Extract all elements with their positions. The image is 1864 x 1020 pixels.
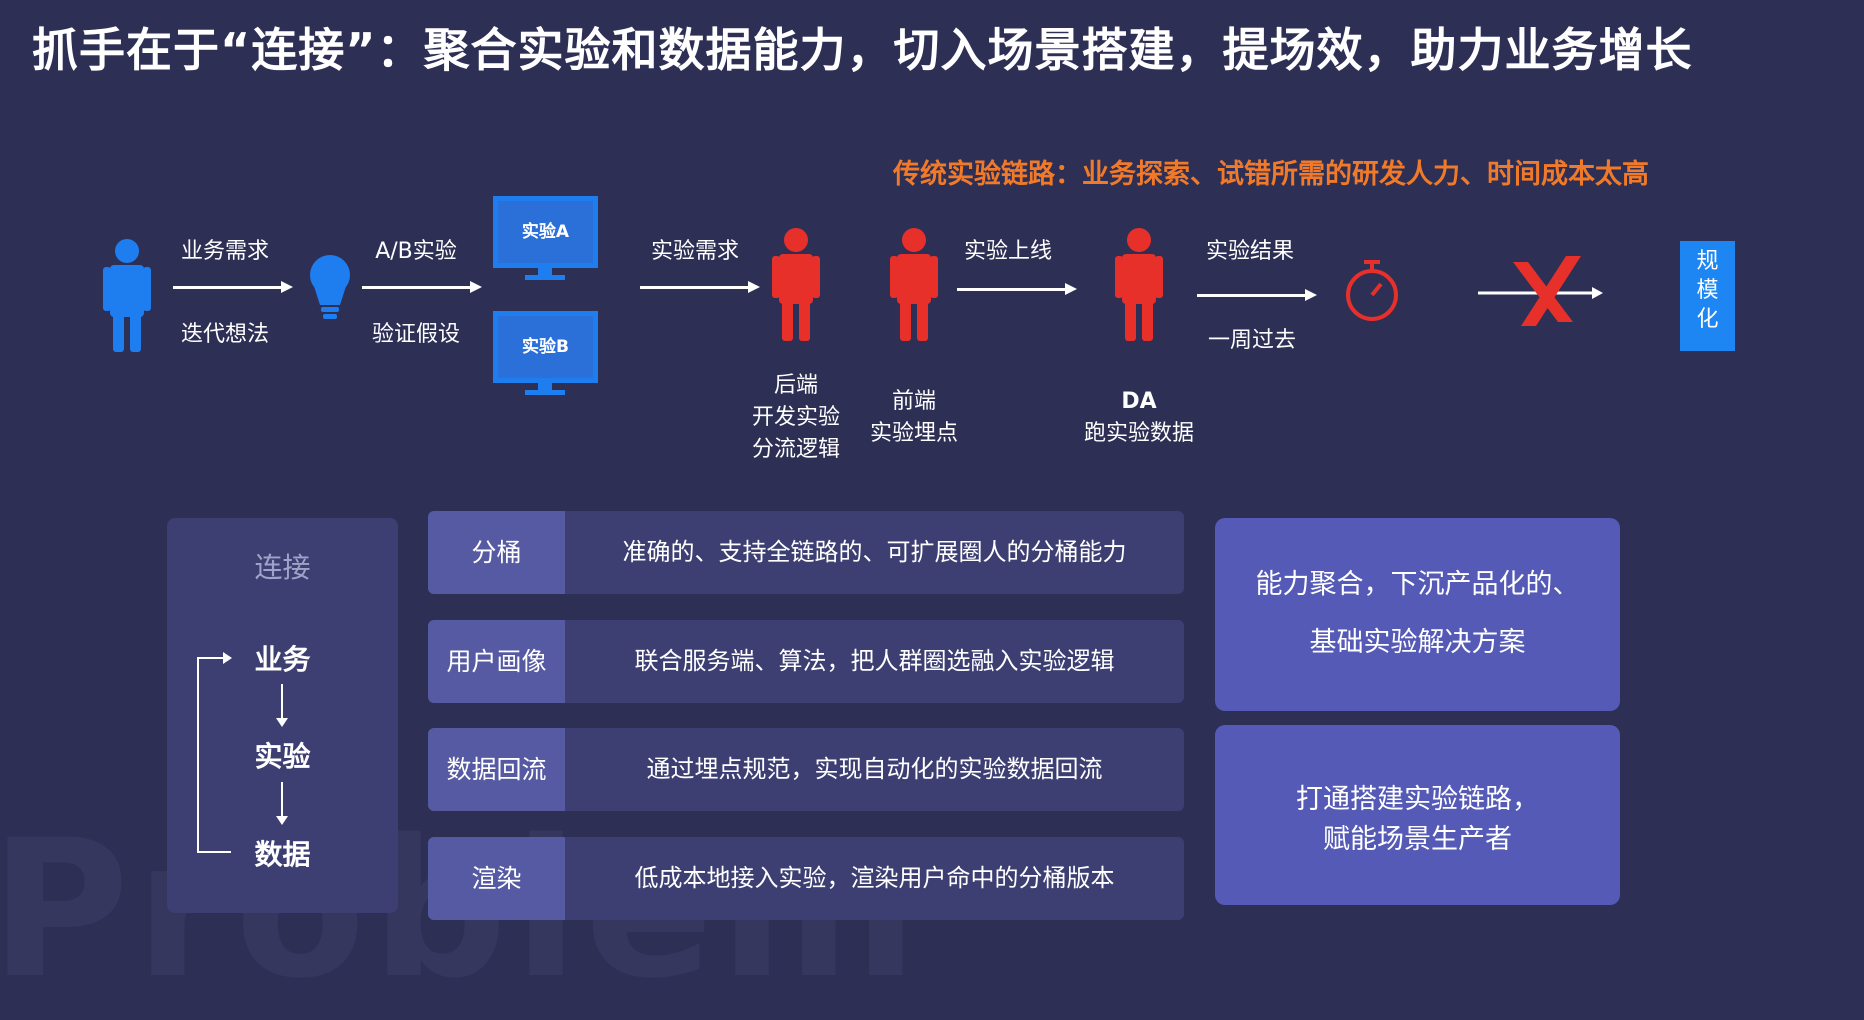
capability-tag: 用户画像: [428, 620, 565, 703]
arrow-2: [362, 281, 482, 293]
arrow-1: [173, 281, 293, 293]
summary-card-chain: 打通搭建实验链路， 赋能场景生产者: [1215, 725, 1620, 905]
down-arrow-1: [281, 684, 283, 720]
monitor-experiment-b: 实验B: [493, 311, 598, 383]
backend-role-title: 后端: [773, 373, 818, 398]
flow-label-experiment-result: 实验结果: [1205, 239, 1294, 264]
da-role-title: DA: [1121, 389, 1157, 414]
loop-line-arrowhead: [223, 652, 232, 664]
monitor-a-base: [525, 275, 565, 280]
capability-desc: 低成本地接入实验，渲染用户命中的分桶版本: [634, 864, 1115, 892]
connection-panel-header: 连接: [254, 551, 311, 584]
down-arrow-2-head: [276, 816, 288, 825]
da-role-label: DA 跑实验数据: [1064, 386, 1214, 450]
monitor-experiment-a: 实验A: [493, 196, 598, 268]
flow-label-business-need: 业务需求: [180, 239, 269, 264]
capability-desc: 通过埋点规范，实现自动化的实验数据回流: [646, 755, 1103, 783]
flow-label-experiment-need: 实验需求: [650, 239, 739, 264]
summary-card-line-1: 能力聚合，下沉产品化的、: [1255, 569, 1580, 600]
da-person-icon: [1115, 228, 1163, 341]
summary-card-line-2: 赋能场景生产者: [1323, 824, 1512, 855]
failure-x-icon: [1478, 256, 1603, 326]
monitor-b-neck: [538, 383, 552, 391]
frontend-role-title: 前端: [891, 389, 936, 414]
scale-char-2: 模: [1696, 278, 1719, 303]
summary-card-line-1: 打通搭建实验链路，: [1296, 784, 1539, 815]
capability-tag: 分桶: [428, 511, 565, 594]
capability-row-user-profile: 用户画像 联合服务端、算法，把人群圈选融入实验逻辑: [428, 620, 1184, 703]
frontend-role-label: 前端 实验埋点: [854, 386, 974, 450]
stopwatch-icon: [1346, 260, 1398, 321]
capability-tag: 数据回流: [428, 728, 565, 811]
page-title: 抓手在于“连接”：聚合实验和数据能力，切入场景搭建，提场效，助力业务增长: [32, 23, 1693, 77]
capability-row-bucketing: 分桶 准确的、支持全链路的、可扩展圈人的分桶能力: [428, 511, 1184, 594]
scale-char-3: 化: [1696, 307, 1719, 332]
connection-panel: 连接 业务 实验 数据: [167, 518, 398, 913]
flow-label-ab-test: A/B实验: [375, 239, 457, 264]
da-role-task: 跑实验数据: [1083, 421, 1194, 446]
backend-role-task-1: 开发实验: [751, 405, 840, 430]
backend-role-label: 后端 开发实验 分流逻辑: [736, 370, 856, 466]
flow-icons: [103, 228, 1603, 352]
arrow-3: [640, 281, 760, 293]
flow-label-verify-hypothesis: 验证假设: [371, 322, 460, 347]
backend-role-task-2: 分流逻辑: [751, 437, 840, 462]
loop-line-bottom: [197, 851, 231, 853]
capability-desc: 准确的、支持全链路的、可扩展圈人的分桶能力: [622, 538, 1127, 566]
capability-tag: 渲染: [428, 837, 565, 920]
monitor-a-neck: [538, 268, 552, 276]
flow-label-experiment-online: 实验上线: [963, 239, 1052, 264]
monitor-b-base: [525, 390, 565, 395]
frontend-role-task: 实验埋点: [869, 421, 958, 446]
flow-label-one-week-passed: 一周过去: [1207, 328, 1296, 353]
connection-item-data: 数据: [254, 838, 311, 871]
down-arrow-2: [281, 782, 283, 818]
blue-person-icon: [103, 239, 151, 352]
connection-item-business: 业务: [254, 643, 311, 676]
scale-char-1: 规: [1696, 249, 1719, 274]
capability-desc: 联合服务端、算法，把人群圈选融入实验逻辑: [634, 647, 1115, 675]
frontend-person-icon: [890, 228, 938, 341]
summary-card-capability: 能力聚合，下沉产品化的、 基础实验解决方案: [1215, 518, 1620, 711]
summary-card-line-2: 基础实验解决方案: [1309, 627, 1526, 658]
flow-label-iteration-idea: 迭代想法: [180, 322, 269, 347]
loop-line-top: [197, 657, 225, 659]
connection-item-experiment: 实验: [254, 740, 311, 773]
capability-row-rendering: 渲染 低成本地接入实验，渲染用户命中的分桶版本: [428, 837, 1184, 920]
backend-person-icon: [772, 228, 820, 341]
arrow-4: [957, 283, 1077, 295]
down-arrow-1-head: [276, 718, 288, 727]
traditional-chain-note: 传统实验链路：业务探索、试错所需的研发人力、时间成本太高: [893, 159, 1649, 190]
lightbulb-icon: [310, 255, 350, 319]
arrow-5: [1197, 289, 1317, 301]
capability-row-data-backflow: 数据回流 通过埋点规范，实现自动化的实验数据回流: [428, 728, 1184, 811]
scale-box: 规 模 化: [1680, 241, 1735, 351]
loop-line-vertical: [197, 657, 199, 852]
